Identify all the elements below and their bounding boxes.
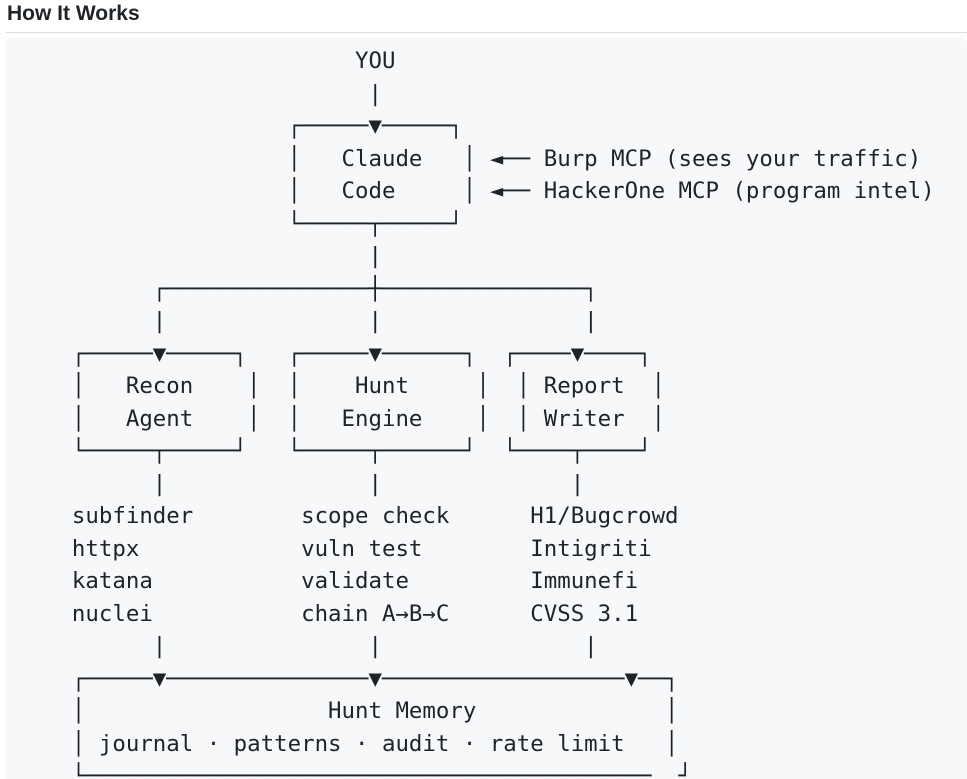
- ascii-architecture-diagram: YOU | ┌─────▼─────┐ │ Claude │ ◄── Burp …: [6, 37, 967, 779]
- section-title: How It Works: [6, 0, 967, 33]
